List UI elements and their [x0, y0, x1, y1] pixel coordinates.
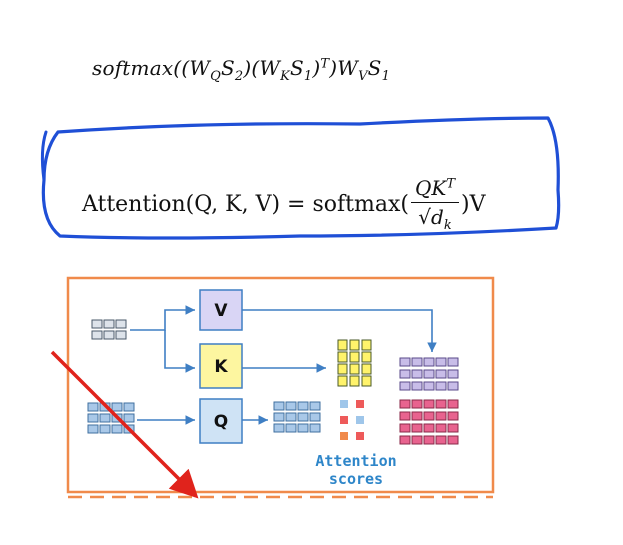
formula-fraction: QKT √dk — [410, 176, 459, 233]
input-matrix-s2 — [91, 319, 127, 340]
node-q: Q — [199, 398, 243, 444]
node-v: V — [199, 289, 243, 331]
attention-caption-line2: scores — [329, 470, 383, 488]
formula-softmax-ws: softmax((WQS2)(WKS1)T)WVS1 — [92, 56, 391, 84]
node-k: K — [199, 343, 243, 389]
attention-scores-grid — [340, 400, 364, 440]
values-matrix — [399, 357, 459, 391]
output-matrix — [399, 399, 459, 445]
formula-attention: Attention(Q, K, V) = softmax( QKT √dk )V — [82, 176, 485, 233]
queries-matrix — [273, 401, 321, 433]
attention-caption-line1: Attention — [315, 452, 396, 470]
formula-lhs: Attention(Q, K, V) = softmax( — [82, 192, 409, 217]
keys-transposed-matrix — [337, 339, 372, 387]
red-annotation-arrow — [50, 350, 199, 499]
formula-rhs: )V — [461, 192, 486, 217]
diagram-frame — [66, 276, 495, 494]
svg-text:K: K — [214, 357, 228, 377]
svg-text:Q: Q — [214, 412, 228, 432]
svg-text:V: V — [214, 301, 228, 321]
